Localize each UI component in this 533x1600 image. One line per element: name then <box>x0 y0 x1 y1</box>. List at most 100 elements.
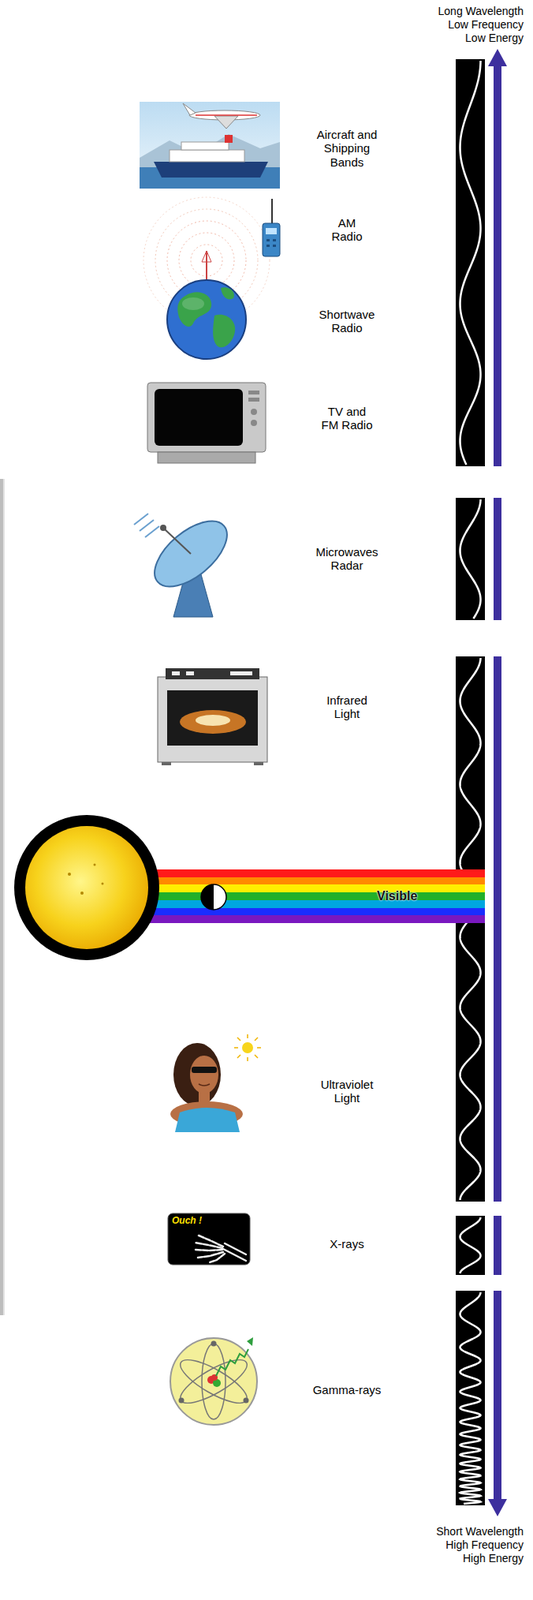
atom <box>246 1336 254 1346</box>
television <box>147 382 266 463</box>
handheld-radio <box>265 227 277 235</box>
wave-line <box>460 657 481 1200</box>
direction-arrow <box>493 1289 502 1502</box>
wave-line <box>460 499 481 619</box>
icon-caption: Ouch ! <box>171 1215 202 1227</box>
globe <box>182 297 205 310</box>
satellite-dish <box>134 513 160 537</box>
xray-hand <box>167 1212 250 1264</box>
handheld-radio <box>272 244 276 247</box>
left-frame <box>3 478 5 1315</box>
wave-line <box>460 60 481 1503</box>
oven <box>230 670 253 675</box>
sunbather <box>242 1041 254 1053</box>
sunbather <box>175 1107 240 1132</box>
sun-and-spectrum <box>201 883 214 910</box>
sun-and-spectrum <box>67 872 71 876</box>
wave-panels <box>455 59 485 1505</box>
television <box>147 382 266 452</box>
sunbather <box>170 1033 261 1132</box>
handheld-radio <box>266 244 270 247</box>
satellite-dish <box>160 524 167 531</box>
television <box>248 397 260 402</box>
sun-and-spectrum <box>93 863 97 866</box>
handheld-radio <box>271 198 273 224</box>
xray-hand <box>194 1248 223 1250</box>
globe <box>167 279 246 359</box>
band-name: Microwaves Radar <box>312 544 382 573</box>
oven <box>165 667 260 679</box>
xray-hand <box>224 1242 246 1254</box>
left-frame <box>0 478 4 1315</box>
scale-end-label: Long Wavelength Low Frequency Low Energy <box>428 4 524 45</box>
ship-aircraft-picture <box>169 149 245 162</box>
oven <box>161 761 172 765</box>
ship-aircraft-picture <box>181 141 229 150</box>
sun-and-spectrum <box>101 882 105 885</box>
radio-waves <box>205 250 208 281</box>
oven <box>179 709 246 734</box>
band-name: Aircraft and Shipping Bands <box>312 127 382 169</box>
wave-panels <box>455 656 485 1201</box>
band-name: Ultraviolet Light <box>313 1077 381 1105</box>
band-name: TV and FM Radio <box>318 404 376 433</box>
ship-aircraft-picture <box>195 114 258 116</box>
direction-arrow <box>493 497 502 620</box>
band-name: AM Radio <box>323 216 371 244</box>
band-name: Infrared Light <box>315 693 379 721</box>
satellite-dish <box>164 528 191 554</box>
sun-and-spectrum <box>14 814 160 960</box>
satellite-dish <box>143 508 239 599</box>
left-frame <box>0 478 5 1315</box>
handheld-radio <box>272 238 276 242</box>
television <box>250 419 258 426</box>
television <box>250 408 258 415</box>
wave-line <box>460 1216 481 1273</box>
direction-arrow <box>493 656 502 1201</box>
wave-line <box>460 1291 481 1503</box>
oven <box>157 667 268 765</box>
ship-aircraft-picture <box>139 101 280 189</box>
sunbather <box>198 1083 210 1085</box>
atom <box>178 1397 185 1403</box>
wave-panels <box>455 1215 485 1275</box>
xray-hand <box>194 1234 246 1262</box>
radio-waves <box>201 250 212 262</box>
television <box>154 388 243 446</box>
handheld-radio <box>266 238 270 242</box>
sun-and-spectrum <box>14 814 231 960</box>
atom <box>175 1351 253 1410</box>
globe <box>167 279 246 359</box>
sun-and-spectrum <box>213 883 227 910</box>
oven <box>157 676 268 762</box>
sun-and-spectrum <box>25 825 149 949</box>
television <box>157 451 256 463</box>
xray-hand <box>209 1252 225 1262</box>
atom <box>170 1337 258 1424</box>
ship-aircraft-picture <box>182 103 196 116</box>
atom <box>243 1397 250 1403</box>
wave-panels <box>455 59 485 466</box>
atom <box>170 1336 258 1424</box>
sunbather <box>190 1054 219 1093</box>
ship-aircraft-picture <box>224 134 233 143</box>
atom <box>201 1342 226 1419</box>
oven <box>171 670 180 675</box>
ship-aircraft-picture <box>139 101 280 189</box>
direction-arrow <box>493 63 502 466</box>
xray-hand <box>223 1248 246 1260</box>
sunbather <box>234 1033 261 1061</box>
ship-aircraft-picture <box>153 161 269 178</box>
sun-and-spectrum <box>80 890 84 895</box>
satellite-dish <box>134 508 239 617</box>
direction-arrow <box>488 48 507 1516</box>
sunbather <box>191 1066 217 1073</box>
wave-panels <box>455 497 485 620</box>
sunbather <box>173 1042 221 1106</box>
atom <box>216 1348 249 1376</box>
sun-and-spectrum <box>201 883 227 910</box>
wave-panels <box>455 1289 485 1505</box>
atom <box>175 1351 253 1410</box>
xray-hand <box>194 1241 223 1248</box>
